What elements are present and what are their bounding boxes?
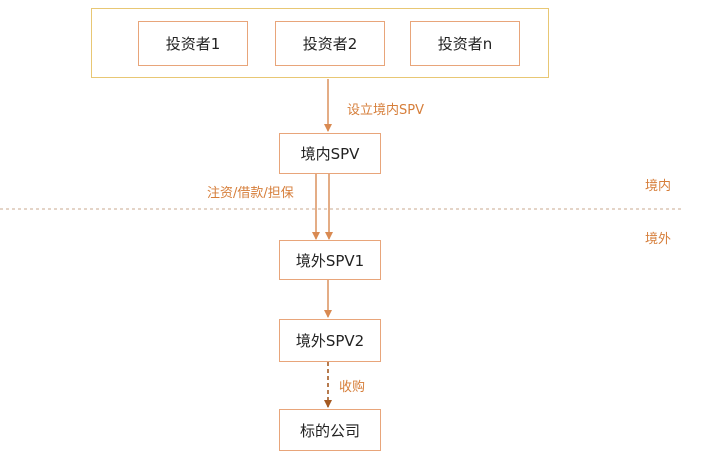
target-company-box: 标的公司 [279, 409, 381, 451]
label-establish-domestic-spv: 设立境内SPV [347, 103, 424, 118]
offshore-spv2-box: 境外SPV2 [279, 319, 381, 362]
investor-box-n: 投资者n [410, 21, 520, 66]
label-acquisition: 收购 [339, 380, 366, 395]
label-funding: 注资/借款/担保 [207, 186, 294, 201]
investor-box-2: 投资者2 [275, 21, 385, 66]
offshore-spv1-box: 境外SPV1 [279, 240, 381, 280]
label-offshore-region: 境外 [645, 232, 672, 247]
domestic-spv-box: 境内SPV [279, 133, 381, 174]
investor-box-1: 投资者1 [138, 21, 248, 66]
investors-group-frame [91, 8, 549, 78]
label-domestic-region: 境内 [645, 179, 672, 194]
